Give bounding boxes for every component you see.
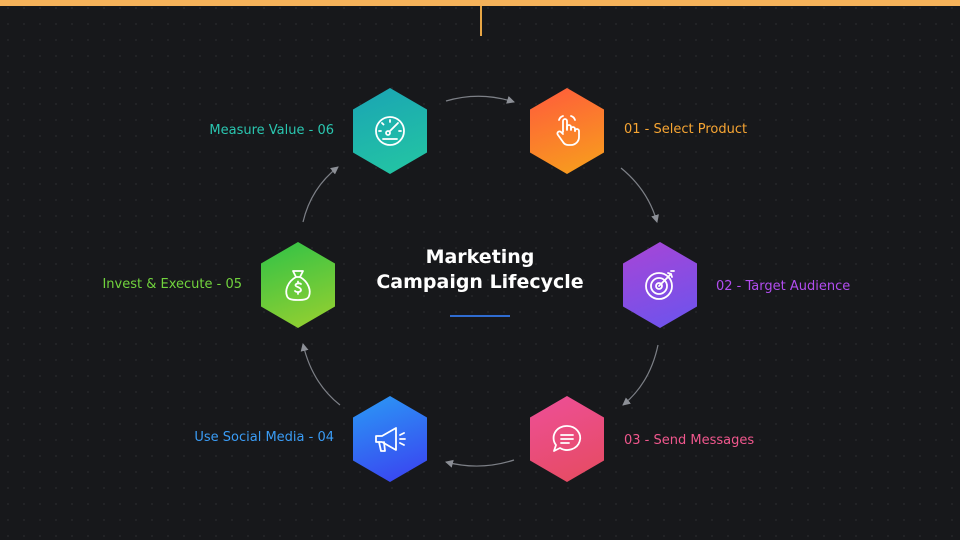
title-underline xyxy=(450,315,510,317)
step-3-label: 03 - Send Messages xyxy=(624,433,755,448)
step-4-hexagon xyxy=(353,396,427,482)
step-6-hexagon xyxy=(353,88,427,174)
arrow-5-to-6 xyxy=(302,166,339,223)
hand-pointer-icon xyxy=(556,115,580,146)
megaphone-icon xyxy=(375,427,406,452)
arrow-2-to-3 xyxy=(622,344,659,406)
arrow-1-to-2 xyxy=(620,167,659,223)
diagram-title-line2: Campaign Lifecycle xyxy=(376,271,584,293)
gauge-icon xyxy=(375,116,405,146)
arrow-6-to-1 xyxy=(445,95,515,104)
diagram-title-line1: Marketing xyxy=(425,246,535,268)
arrow-3-to-4 xyxy=(445,459,515,468)
step-5-hexagon xyxy=(261,242,335,328)
step-6-label: Measure Value - 06 xyxy=(209,123,334,138)
step-4-label: Use Social Media - 04 xyxy=(194,430,334,445)
money-bag-icon xyxy=(285,270,311,301)
step-5-label: Invest & Execute - 05 xyxy=(102,277,242,292)
chat-message-icon xyxy=(552,425,582,452)
step-2-label: 02 - Target Audience xyxy=(716,279,851,294)
top-accent-bar xyxy=(0,0,960,6)
arrow-4-to-5 xyxy=(300,343,341,406)
target-icon xyxy=(645,270,675,300)
step-1-label: 01 - Select Product xyxy=(624,122,748,137)
top-accent-tick xyxy=(480,6,482,36)
